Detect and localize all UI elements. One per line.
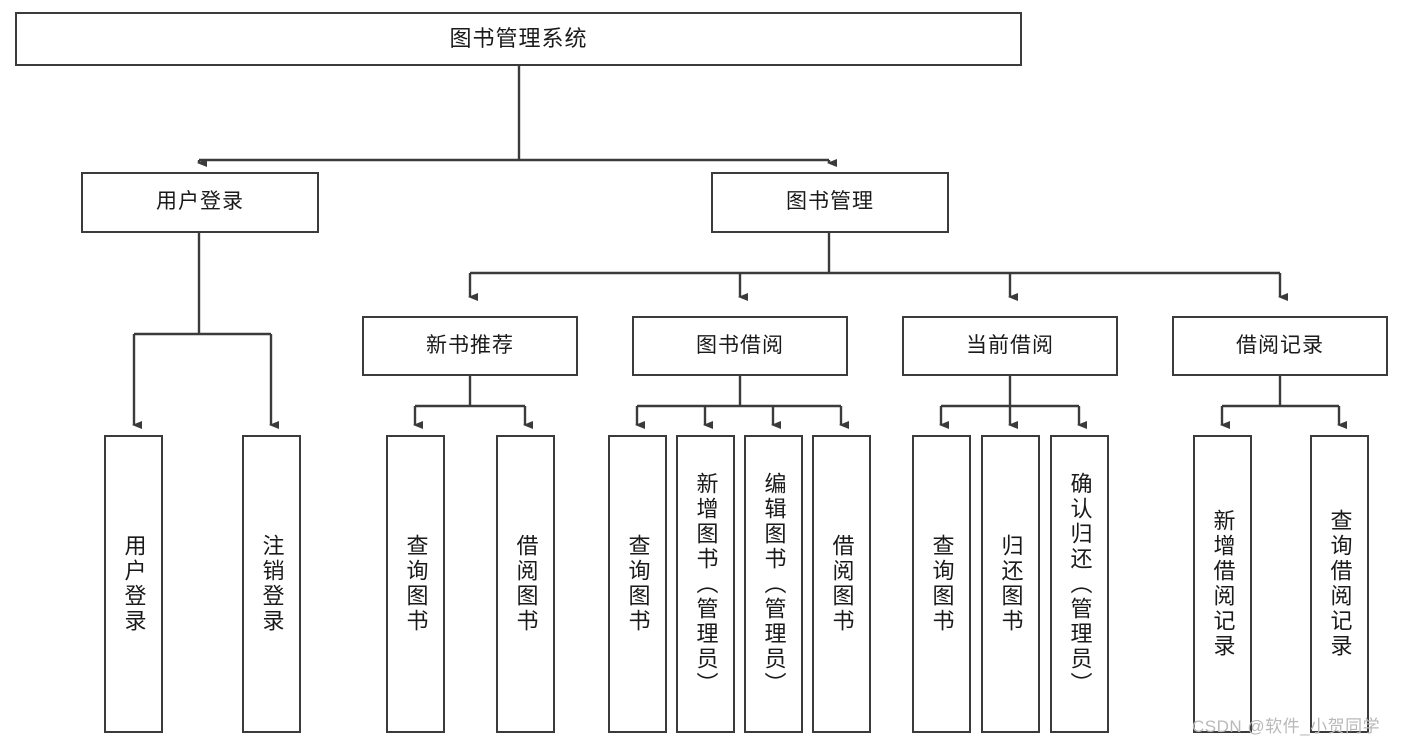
node-leaf-query-book-2[interactable]: 查询图书 (608, 435, 667, 733)
node-leaf-borrow-book-1-label: 借阅图书 (513, 534, 539, 634)
node-book-borrow-label: 图书借阅 (696, 333, 784, 357)
node-new-book-recommend[interactable]: 新书推荐 (362, 316, 578, 376)
node-root[interactable]: 图书管理系统 (15, 12, 1022, 66)
node-book-borrow[interactable]: 图书借阅 (632, 316, 848, 376)
node-leaf-user-login-label: 用户登录 (121, 534, 147, 634)
node-leaf-query-record[interactable]: 查询借阅记录 (1310, 435, 1369, 733)
node-borrow-record[interactable]: 借阅记录 (1172, 316, 1388, 376)
node-leaf-confirm-return[interactable]: 确认归还（管理员） (1050, 435, 1109, 733)
node-leaf-query-book-3-label: 查询图书 (929, 534, 955, 634)
node-leaf-confirm-return-label: 确认归还（管理员） (1067, 471, 1093, 697)
node-leaf-add-record[interactable]: 新增借阅记录 (1193, 435, 1252, 733)
node-leaf-edit-book-label: 编辑图书（管理员） (761, 471, 787, 697)
watermark-text: CSDN @软件_小贺同学 (1192, 717, 1381, 736)
node-leaf-borrow-book-1[interactable]: 借阅图书 (496, 435, 555, 733)
node-leaf-query-record-label: 查询借阅记录 (1327, 509, 1353, 659)
node-new-book-recommend-label: 新书推荐 (426, 333, 514, 357)
node-borrow-record-label: 借阅记录 (1236, 333, 1324, 357)
node-leaf-borrow-book-2-label: 借阅图书 (829, 534, 855, 634)
node-leaf-edit-book[interactable]: 编辑图书（管理员） (744, 435, 803, 733)
node-user-login[interactable]: 用户登录 (81, 172, 319, 233)
node-leaf-query-book-1-label: 查询图书 (403, 534, 429, 634)
node-current-borrow-label: 当前借阅 (966, 333, 1054, 357)
node-leaf-user-login[interactable]: 用户登录 (104, 435, 163, 733)
node-leaf-query-book-3[interactable]: 查询图书 (912, 435, 971, 733)
node-leaf-return-book-label: 归还图书 (998, 534, 1024, 634)
node-leaf-query-book-1[interactable]: 查询图书 (386, 435, 445, 733)
node-book-management-label: 图书管理 (786, 190, 874, 214)
node-book-management[interactable]: 图书管理 (711, 172, 949, 233)
node-leaf-add-record-label: 新增借阅记录 (1210, 509, 1236, 659)
node-leaf-logout-login[interactable]: 注销登录 (242, 435, 301, 733)
node-current-borrow[interactable]: 当前借阅 (902, 316, 1118, 376)
node-user-login-label: 用户登录 (156, 190, 244, 214)
node-leaf-query-book-2-label: 查询图书 (625, 534, 651, 634)
node-leaf-add-book-label: 新增图书（管理员） (693, 471, 719, 697)
node-root-label: 图书管理系统 (449, 26, 588, 52)
node-leaf-return-book[interactable]: 归还图书 (981, 435, 1040, 733)
node-leaf-borrow-book-2[interactable]: 借阅图书 (812, 435, 871, 733)
node-leaf-add-book[interactable]: 新增图书（管理员） (676, 435, 735, 733)
node-leaf-logout-login-label: 注销登录 (259, 534, 285, 634)
